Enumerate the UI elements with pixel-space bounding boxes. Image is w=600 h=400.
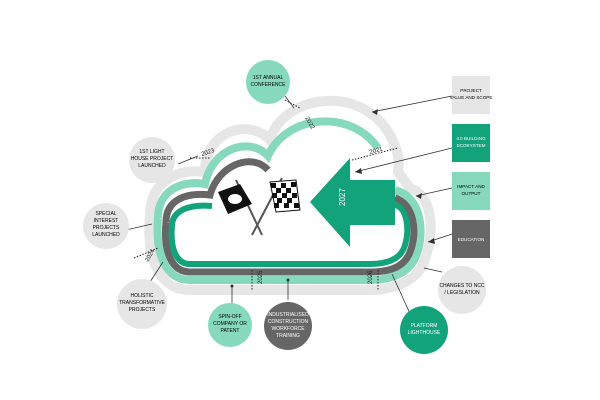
svg-text:IMPACT AND: IMPACT AND [457,184,485,189]
svg-text:OUTPUT: OUTPUT [462,191,481,196]
milestone-industrialised: INDUSTRIALISED CONSTRUCTION WORKFORCE TR… [264,302,312,350]
milestone-special-interest: SPECIAL INTEREST PROJECTS LAUNCHED [83,203,129,249]
svg-text:INTEREST: INTEREST [94,218,119,224]
svg-text:CONFERENCE: CONFERENCE [250,82,286,88]
year-2023: 2023 [201,148,216,158]
year-2027: 2027 [338,188,347,206]
milestone-ncc-legislation: CHANGES TO NCC / LEGISLATION [438,266,486,314]
svg-text:CHANGES TO NCC: CHANGES TO NCC [439,283,484,289]
legend-education: EDUCATION [452,220,490,258]
svg-text:ECOSYSTEM: ECOSYSTEM [457,143,486,148]
svg-text:1ST LIGHT: 1ST LIGHT [139,149,164,155]
svg-text:TRAINING: TRAINING [276,333,300,339]
svg-text:LAUNCHED: LAUNCHED [92,232,120,238]
svg-text:PLATFORM: PLATFORM [411,323,438,329]
svg-text:PATENT: PATENT [221,328,240,334]
milestone-spinoff: SPIN-OFF COMPANY OR PATENT [208,303,252,347]
year-ticks [133,99,399,290]
education-track [161,158,418,276]
legend-ecosystem: 4.0 BUILDING ECOSYSTEM [452,124,490,162]
svg-text:EDUCATION: EDUCATION [458,237,485,242]
legend-scope: PROJECT VALUE AND SCOPE [450,76,493,114]
svg-text:1ST ANNUAL: 1ST ANNUAL [253,75,284,81]
milestone-holistic: HOLISTIC TRANSFORMATIVE PROJECTS [117,279,167,329]
year-2026: 2026 [368,270,374,284]
svg-text:TRANSFORMATIVE: TRANSFORMATIVE [119,300,165,306]
legend-impact: IMPACT AND OUTPUT [452,172,490,210]
svg-text:VALUE AND SCOPE: VALUE AND SCOPE [450,95,493,100]
milestone-lighthouse-project: 1ST LIGHT HOUSE PROJECT LAUNCHED [129,137,175,183]
arrow-2027 [310,158,395,247]
ecosystem-track [168,202,411,267]
svg-text:HOUSE PROJECT: HOUSE PROJECT [131,156,174,162]
year-2025: 2025 [258,270,264,284]
scope-track [144,95,436,295]
svg-text:PROJECTS: PROJECTS [129,307,156,313]
svg-text:/ LEGISLATION: / LEGISLATION [444,290,480,296]
svg-text:SPIN-OFF: SPIN-OFF [218,314,241,320]
svg-text:SPECIAL: SPECIAL [95,211,116,217]
svg-text:4.0 BUILDING: 4.0 BUILDING [456,136,486,141]
svg-text:COMPANY OR: COMPANY OR [213,321,247,327]
svg-text:LIGHTHOUSE: LIGHTHOUSE [408,330,441,336]
svg-text:WORKFORCE: WORKFORCE [271,326,305,332]
year-2021: 2021 [369,147,384,156]
connector-arrowheads [230,109,435,288]
milestone-platform-lighthouse: PLATFORM LIGHTHOUSE [400,306,448,354]
svg-text:INDUSTRIALISED: INDUSTRIALISED [267,312,309,318]
svg-text:PROJECTS: PROJECTS [93,225,120,231]
svg-text:LAUNCHED: LAUNCHED [138,163,166,169]
flags-icon [218,177,301,236]
milestone-conference: 1ST ANNUAL CONFERENCE [246,60,290,104]
impact-track [153,117,425,284]
svg-text:PROJECT: PROJECT [460,88,482,93]
svg-text:CONSTRUCTION: CONSTRUCTION [268,319,309,325]
svg-text:HOLISTIC: HOLISTIC [130,293,153,299]
